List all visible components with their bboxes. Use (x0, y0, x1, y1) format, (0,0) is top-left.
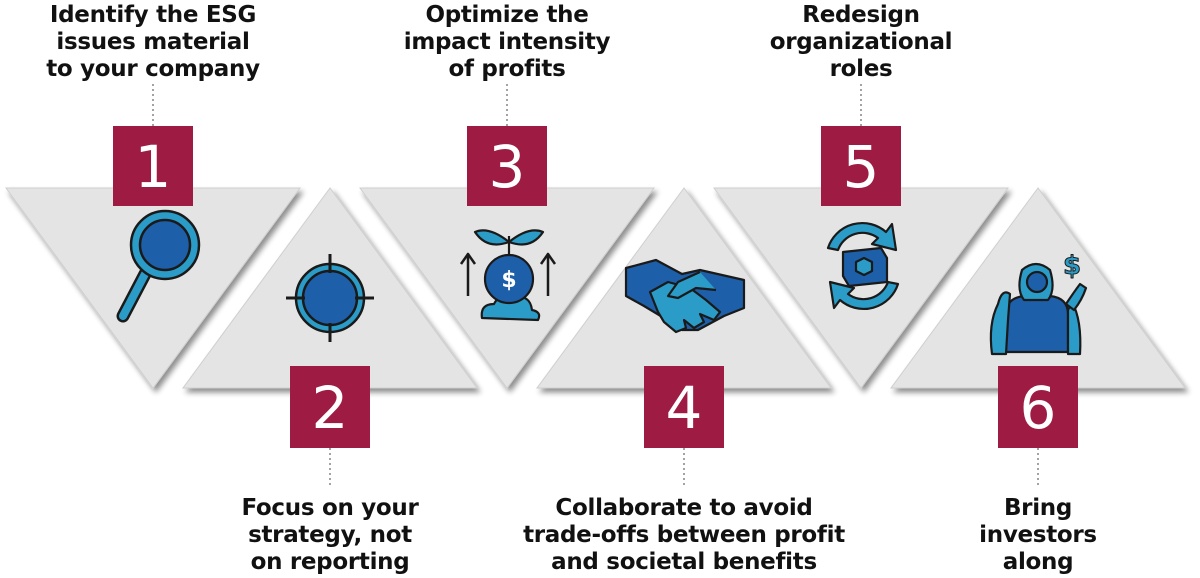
step-4-number-box: 4 (644, 366, 724, 448)
step-4-number: 4 (666, 374, 703, 442)
step-1-number: 1 (135, 133, 172, 201)
step-1-label: Identify the ESG issues material to your… (46, 2, 260, 82)
step-2-number: 2 (312, 374, 349, 442)
step-5-label: Redesign organizational roles (769, 2, 953, 82)
handshake-icon (624, 258, 746, 334)
step-3-label: Optimize the impact intensity of profits (403, 2, 611, 82)
investor-person-icon: $ (989, 251, 1088, 356)
restructure-cycle-icon (826, 222, 900, 310)
magnifier-icon (116, 209, 201, 323)
step-1-number-box: 1 (113, 126, 193, 206)
growing-money-plant-icon: $ (459, 229, 557, 322)
svg-text:$: $ (501, 268, 516, 293)
step-2-number-box: 2 (290, 366, 370, 448)
step-6-label: Bring investors along (979, 495, 1097, 575)
step-6-number-box: 6 (998, 366, 1078, 448)
step-5-number: 5 (843, 133, 880, 201)
step-5-number-box: 5 (821, 126, 901, 206)
target-crosshair-icon (286, 254, 374, 342)
step-3-number-box: 3 (467, 126, 547, 206)
step-6-number: 6 (1020, 374, 1057, 442)
step-3-number: 3 (489, 133, 526, 201)
step-2-label: Focus on your strategy, not on reporting (241, 495, 419, 575)
step-4-label: Collaborate to avoid trade-offs between … (523, 495, 845, 575)
svg-text:$: $ (1063, 251, 1081, 281)
